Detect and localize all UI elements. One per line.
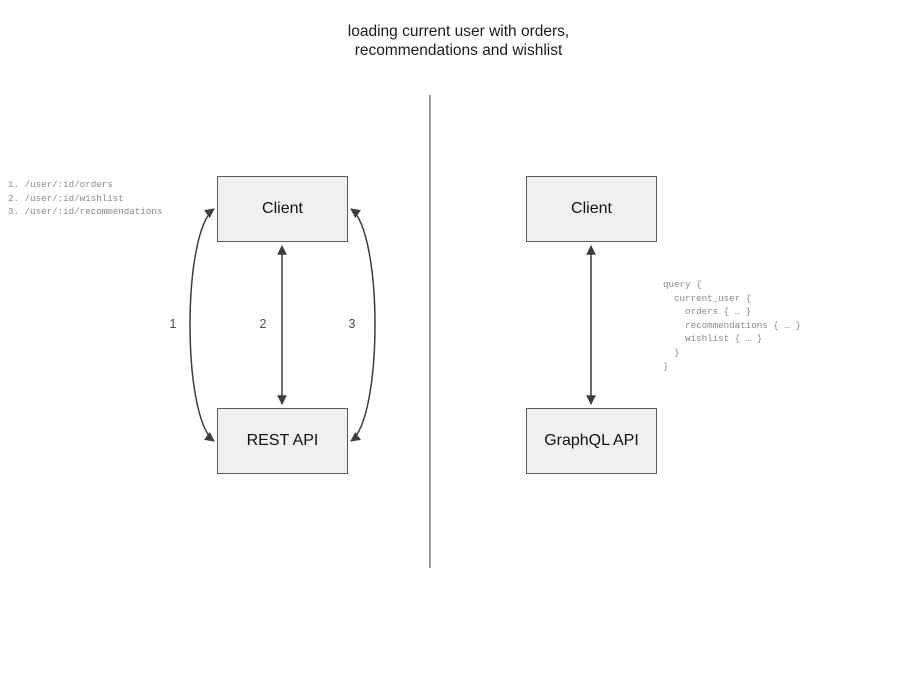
- node-client-rest-label: Client: [262, 200, 303, 217]
- node-graphql-api[interactable]: GraphQL API: [526, 408, 657, 474]
- rest-endpoints-list: 1. /user/:id/orders 2. /user/:id/wishlis…: [8, 179, 163, 218]
- edge-label-3: 3: [348, 317, 356, 331]
- node-client-graphql-label: Client: [571, 200, 612, 217]
- page-title: loading current user with orders, recomm…: [347, 23, 570, 59]
- graphql-query-snippet: query { current_user { orders { … } reco…: [663, 279, 801, 372]
- node-graphql-api-label: GraphQL API: [544, 432, 639, 449]
- node-client-rest[interactable]: Client: [217, 176, 348, 242]
- edge-rest-1-orders: [189, 208, 215, 442]
- node-client-graphql[interactable]: Client: [526, 176, 657, 242]
- node-rest-api-label: REST API: [246, 432, 319, 449]
- node-rest-api[interactable]: REST API: [217, 408, 348, 474]
- edge-label-2: 2: [259, 317, 267, 331]
- edge-label-1: 1: [169, 317, 177, 331]
- edge-rest-3-recommendations: [350, 208, 376, 442]
